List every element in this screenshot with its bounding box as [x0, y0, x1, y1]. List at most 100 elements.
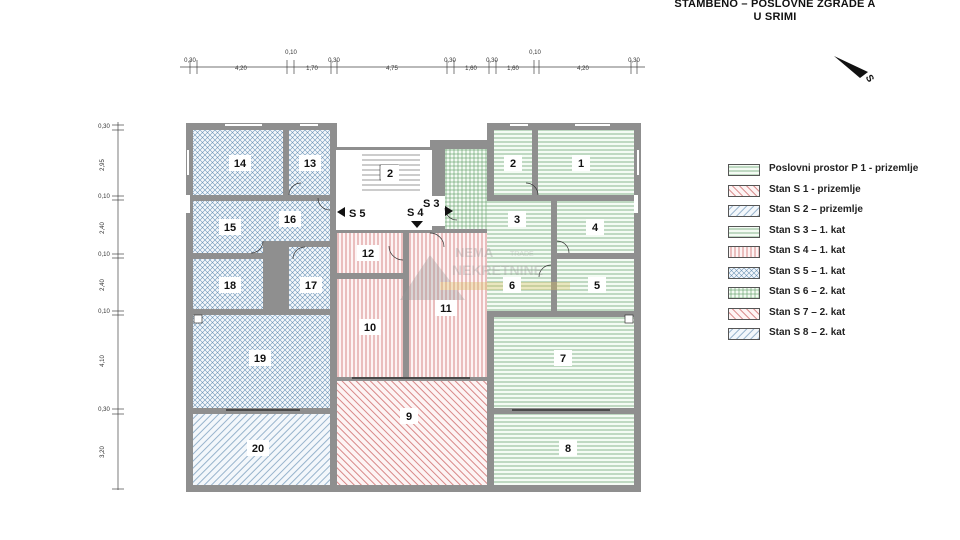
room-number: 12: [362, 248, 374, 260]
room-areas: [193, 130, 634, 485]
room-label-20: 20: [247, 440, 269, 456]
windows-and-openings: [187, 124, 639, 411]
room-number: 10: [364, 322, 376, 334]
legend-item: Stan S 3 – 1. kat: [728, 224, 958, 238]
entrance-s4: S 4: [407, 207, 424, 219]
left-dimension-label: 3,20: [100, 446, 106, 458]
legend-item: Poslovni prostor P 1 - prizemlje: [728, 163, 958, 176]
legend-swatch: [728, 164, 760, 176]
room-label-19: 19: [249, 350, 271, 366]
room-number: 13: [304, 158, 316, 170]
entrance-s5: S 5: [349, 208, 366, 220]
compass-label: S: [863, 73, 876, 85]
top-dimension-label: 4,20: [235, 66, 247, 72]
room-number: 15: [224, 222, 236, 234]
left-dimension-label: 0,10: [98, 194, 110, 200]
arrow-down-icon: [411, 221, 423, 228]
room-label-7: 7: [554, 350, 572, 366]
watermark-line-2: NEKRETNINE: [452, 262, 543, 278]
room-number: 4: [592, 222, 599, 234]
top-dimension-label: 0,30: [184, 58, 196, 64]
room-number: 20: [252, 443, 264, 455]
room-number: 19: [254, 353, 266, 365]
arrow-right-icon: [445, 206, 453, 216]
room-label-4: 4: [586, 219, 604, 235]
room-number: 1: [578, 158, 584, 170]
legend-label: Stan S 2 – prizemlje: [769, 204, 863, 215]
room-label-2b: 2: [504, 155, 522, 171]
legend-item: Stan S 7 – 2. kat: [728, 306, 958, 320]
shafts: [186, 195, 638, 324]
legend-swatch: [728, 307, 760, 320]
room-label-11: 11: [435, 300, 457, 316]
room-number: 3: [514, 214, 520, 226]
room-label-3: 3: [508, 211, 526, 227]
left-dimension-label: 0,10: [98, 309, 110, 315]
top-dimension-label: 1,70: [306, 66, 318, 72]
room-number: 18: [224, 280, 236, 292]
drawing-title-line-1: STAMBENO – POSLOVNE ZGRADE A: [674, 0, 876, 10]
room-label-17: 17: [300, 277, 322, 293]
legend-item: Stan S 4 – 1. kat: [728, 245, 958, 258]
left-dimension-label: 2,40: [100, 279, 106, 291]
room-number: 5: [594, 280, 600, 292]
legend-label: Stan S 8 – 2. kat: [769, 327, 846, 338]
room-label-18: 18: [219, 277, 241, 293]
entrance-s3: S 3: [423, 198, 440, 210]
legend-label: Stan S 4 – 1. kat: [769, 245, 846, 256]
room-number: 17: [305, 280, 317, 292]
room-label-8: 8: [559, 440, 577, 456]
room-number: 14: [234, 158, 247, 170]
room-label-14: 14: [229, 155, 251, 171]
legend-item: Stan S 1 - prizemlje: [728, 184, 958, 197]
top-dimension-label: 0,30: [328, 58, 340, 64]
room-number: 11: [440, 303, 452, 315]
legend-label: Stan S 3 – 1. kat: [769, 224, 846, 236]
room-number: 16: [284, 214, 296, 226]
legend-label: Stan S 5 – 1. kat: [769, 265, 846, 277]
legend-swatch: [728, 287, 760, 299]
room-label-10: 10: [359, 319, 381, 335]
room-label-16: 16: [279, 211, 301, 227]
room-label-1: 1: [572, 155, 590, 171]
top-dimension-label: 0,30: [486, 58, 498, 64]
entrance-markers: S 5 S 3 S 4: [337, 198, 453, 228]
room-number: 7: [560, 353, 566, 365]
top-dimension-line: 0,304,200,101,700,304,750,301,600,301,60…: [180, 50, 645, 74]
arrow-left-icon: [337, 207, 345, 217]
room-number: 2: [387, 168, 393, 180]
room-label-15: 15: [219, 219, 241, 235]
legend-swatch: [728, 246, 760, 258]
left-dimension-label: 4,10: [100, 355, 106, 367]
left-dimension-label: 2,40: [100, 222, 106, 234]
top-dimension-label: 4,20: [577, 66, 589, 72]
legend-swatch: [728, 184, 760, 197]
room-number: 6: [509, 280, 515, 292]
legend-swatch: [728, 328, 760, 340]
room-number: 9: [406, 411, 412, 423]
left-dimension-label: 0,30: [98, 124, 110, 130]
room-label-2: 2: [381, 165, 399, 181]
left-dimension-label: 0,30: [98, 407, 110, 413]
watermark-line-3: TRADE: [510, 251, 534, 258]
top-dimension-label: 0,30: [444, 58, 456, 64]
top-dimension-label: 0,30: [628, 58, 640, 64]
north-arrow-icon: S: [834, 56, 876, 85]
legend-label: Stan S 6 – 2. kat: [769, 286, 846, 297]
legend-item: Stan S 5 – 1. kat: [728, 265, 958, 279]
drawing-title-line-2: U SRIMI: [753, 11, 797, 23]
legend-label: Stan S 7 – 2. kat: [769, 306, 846, 318]
legend-label: Poslovni prostor P 1 - prizemlje: [769, 163, 919, 174]
room-number: 2: [510, 158, 516, 170]
left-dimension-line: 0,302,950,102,400,102,400,104,100,303,20: [98, 122, 124, 490]
top-dimension-label: 0,10: [285, 50, 297, 56]
room-number: 8: [565, 443, 571, 455]
top-dimension-label: 0,10: [529, 50, 541, 56]
room-label-12: 12: [357, 245, 379, 261]
legend-swatch: [728, 205, 760, 217]
room-label-9: 9: [400, 408, 418, 424]
legend-swatch: [728, 266, 760, 279]
legend-item: Stan S 6 – 2. kat: [728, 286, 958, 299]
